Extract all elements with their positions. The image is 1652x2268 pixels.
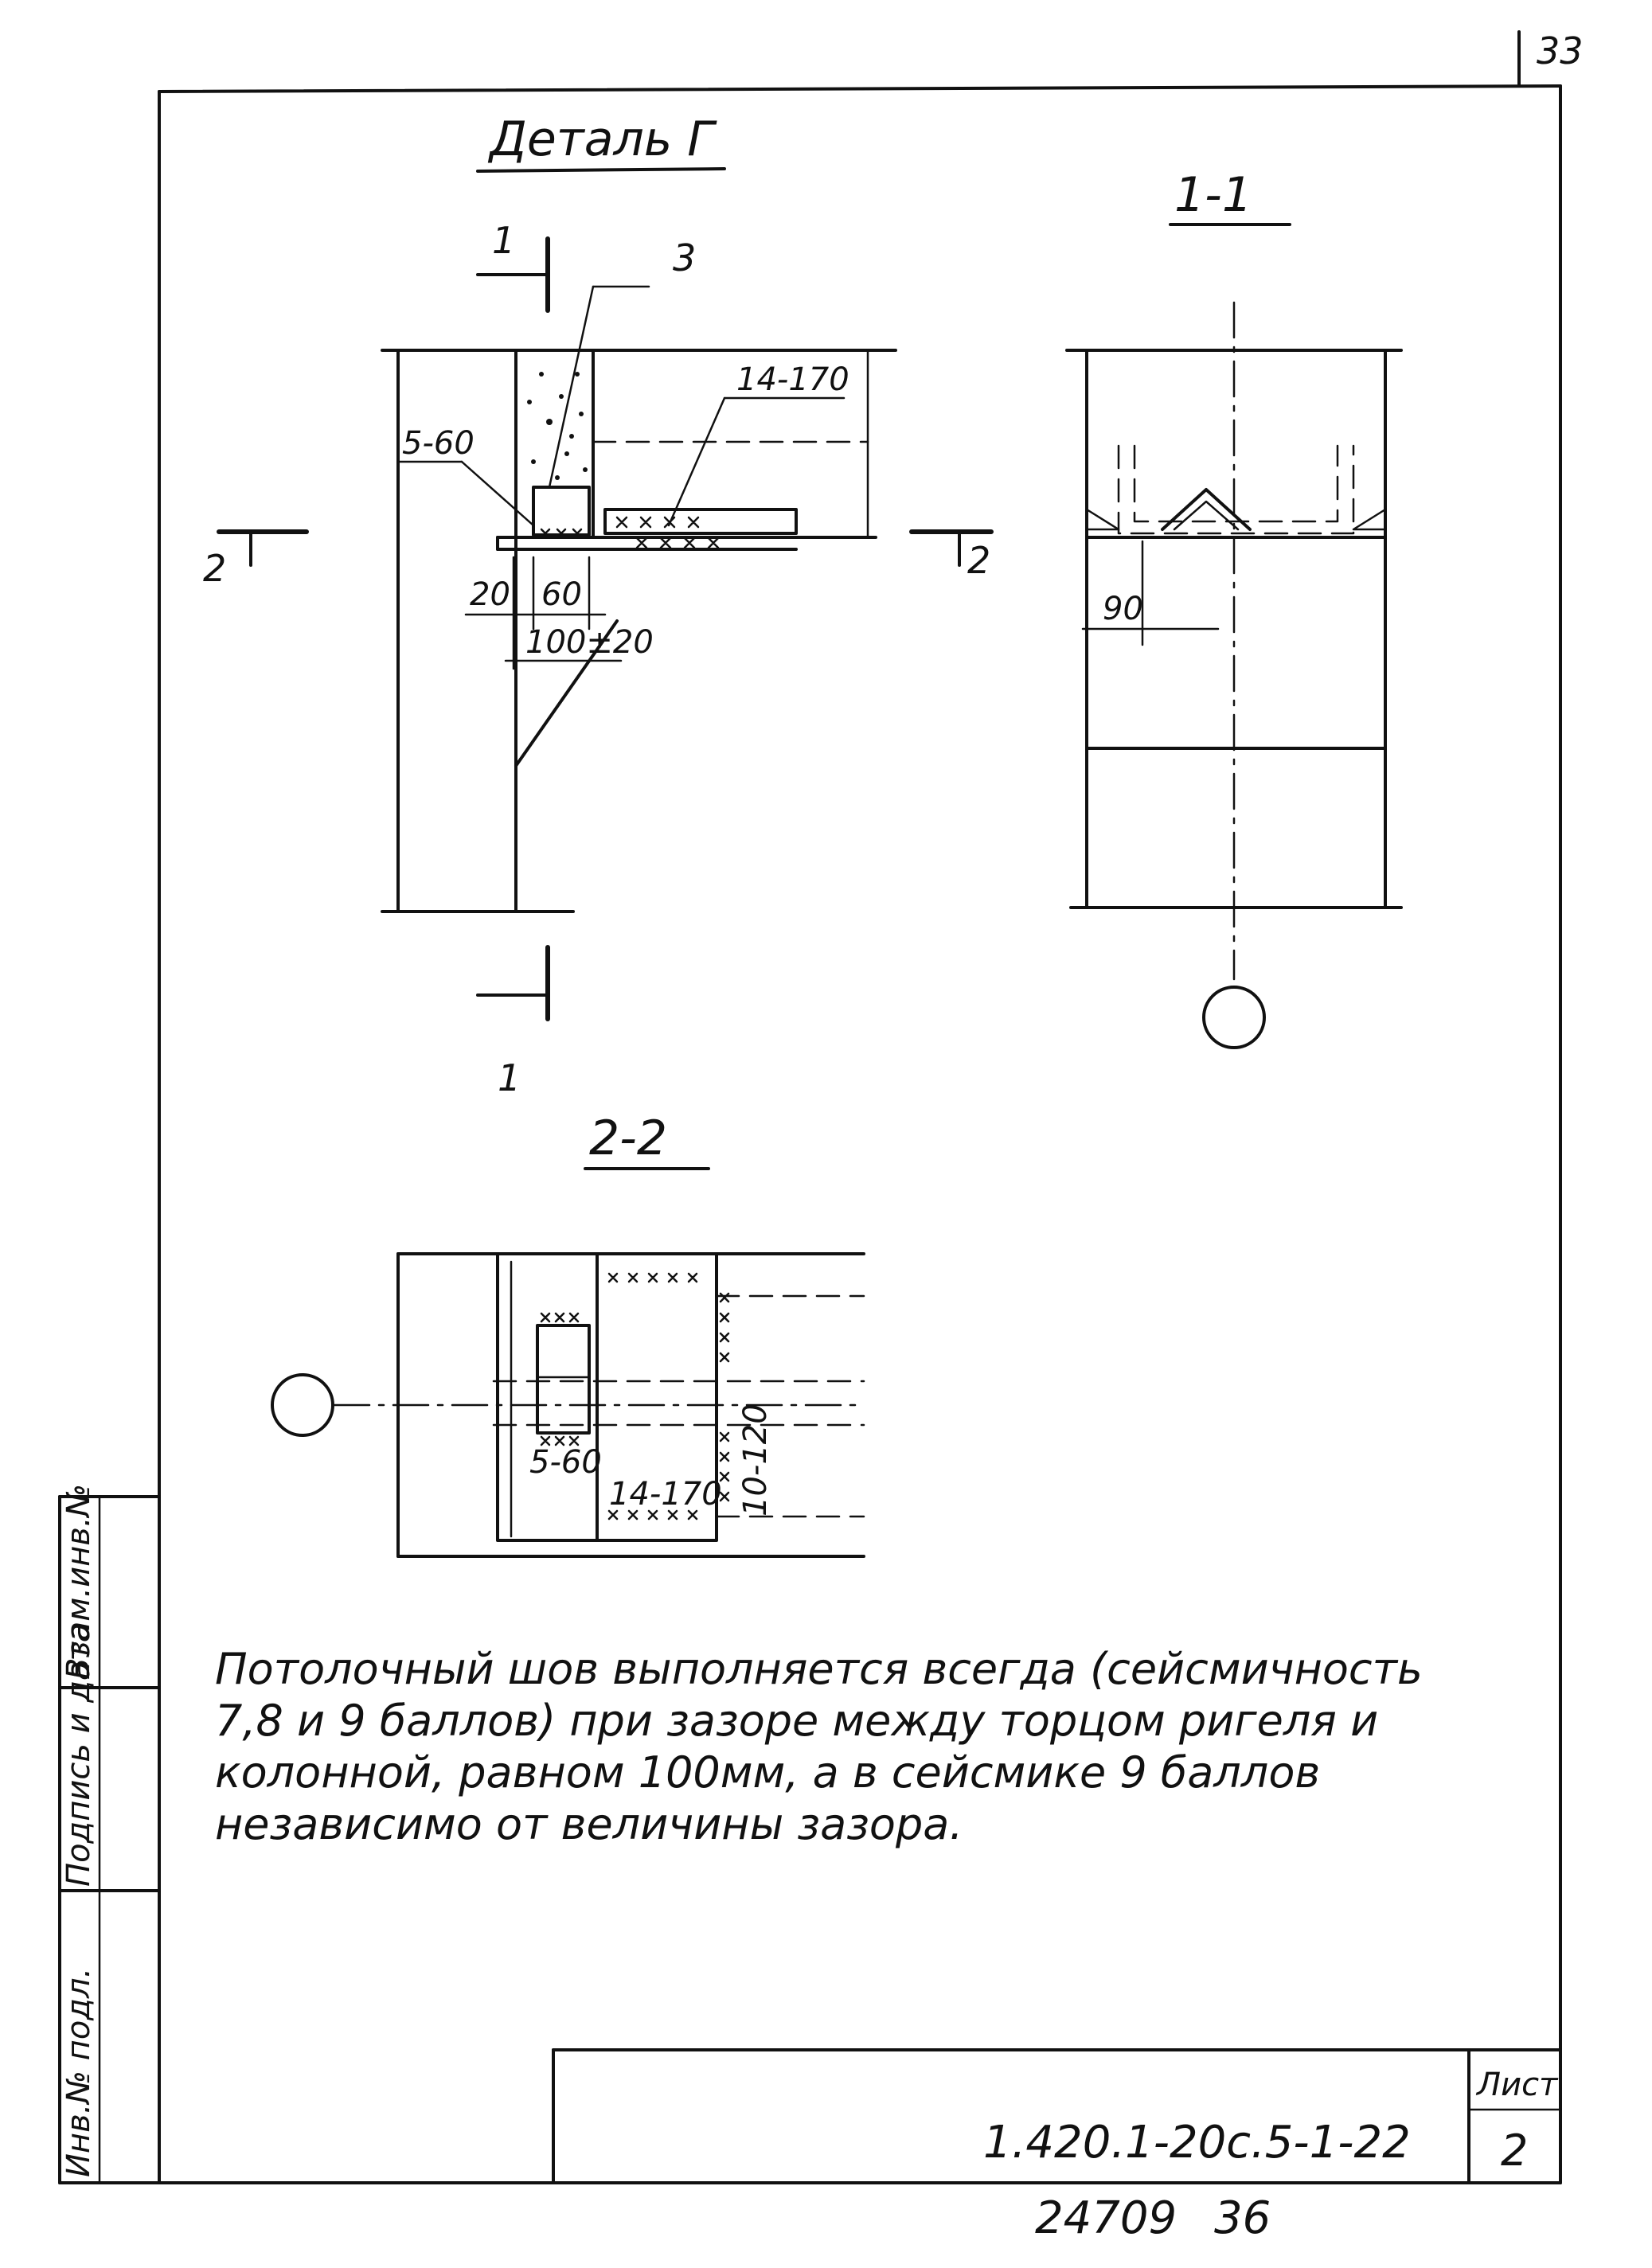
note-block: Потолочный шов выполняется всегда (сейсм… bbox=[215, 1644, 1423, 1849]
detail-view bbox=[217, 236, 994, 1021]
callout-part-3: 3 bbox=[673, 236, 696, 279]
sheet-frame bbox=[58, 30, 1562, 2184]
detail-cut-label-2-right: 2 bbox=[967, 539, 990, 582]
footer-number: 24709 bbox=[1035, 2192, 1177, 2244]
detail-cut-label-1-bottom: 1 bbox=[498, 1056, 521, 1099]
weld-label-14-170: 14-170 bbox=[736, 361, 849, 398]
side-stamp bbox=[58, 1495, 161, 2184]
section-2-2-view bbox=[271, 1252, 865, 1558]
dim-label-60: 60 bbox=[541, 576, 582, 613]
sheet-label: Лист bbox=[1475, 2067, 1559, 2103]
section-2-2-weld-10-120: 10-120 bbox=[737, 1403, 774, 1517]
detail-title: Деталь Г bbox=[487, 111, 717, 167]
section-2-2-title: 2-2 bbox=[589, 1111, 667, 1166]
dim-label-90: 90 bbox=[1103, 591, 1143, 627]
stamp-cell-replacement: Взам.инв.№ bbox=[61, 1484, 97, 1680]
note-line-4: независимо от величины зазора. bbox=[215, 1799, 963, 1849]
detail-cut-label-1-top: 1 bbox=[492, 219, 515, 262]
title-block bbox=[552, 2048, 1562, 2184]
concrete-hatching bbox=[527, 372, 588, 480]
dim-label-20: 20 bbox=[470, 576, 510, 613]
document-code: 1.420.1-20с.5-1-22 bbox=[983, 2117, 1411, 2168]
section-1-1-title: 1-1 bbox=[1174, 167, 1252, 223]
sheet-number: 2 bbox=[1501, 2126, 1528, 2176]
weld-label-5-60: 5-60 bbox=[402, 425, 475, 462]
section-2-2-weld-14-170: 14-170 bbox=[609, 1476, 722, 1513]
footer-copy: 36 bbox=[1214, 2192, 1271, 2244]
note-line-2: 7,8 и 9 баллов) при зазоре между торцом … bbox=[215, 1696, 1378, 1746]
section-1-1-view bbox=[1065, 301, 1403, 1049]
stamp-cell-inventory: Инв.№ подл. bbox=[61, 1968, 97, 2177]
detail-cut-label-2-left: 2 bbox=[203, 547, 226, 590]
page-number: 33 bbox=[1537, 29, 1584, 72]
stamp-cell-signature: Подпись и дата bbox=[61, 1623, 97, 1887]
note-line-1: Потолочный шов выполняется всегда (сейсм… bbox=[215, 1644, 1423, 1694]
section-2-2-weld-5-60: 5-60 bbox=[529, 1444, 602, 1481]
dim-label-100: 100±20 bbox=[525, 624, 654, 661]
note-line-3: колонной, равном 100мм, а в сейсмике 9 б… bbox=[215, 1747, 1320, 1798]
